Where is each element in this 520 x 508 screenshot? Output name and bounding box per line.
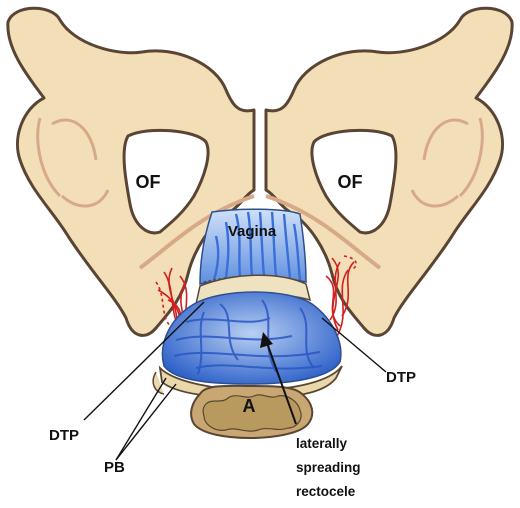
label-of-left: OF	[136, 172, 161, 192]
left-pelvic-bone	[6, 6, 256, 337]
left-obturator-foramen	[122, 128, 210, 235]
anus	[190, 384, 314, 440]
label-dtp-left: DTP	[49, 427, 79, 444]
label-rectocele-line2: spreading	[296, 460, 361, 475]
label-rectocele-line1: laterally	[296, 436, 348, 451]
pb-pointer-2	[115, 383, 177, 461]
pointer-lines	[83, 301, 387, 461]
rectocele-bulge	[161, 291, 342, 385]
label-vagina: Vagina	[228, 223, 277, 240]
label-rectocele-line3: rectocele	[296, 484, 356, 499]
right-dtp-ligament	[325, 255, 357, 339]
label-dtp-right: DTP	[386, 369, 416, 386]
label-pb: PB	[104, 459, 125, 476]
dtp-right-pointer	[321, 317, 387, 373]
dtp-left-pointer	[83, 301, 205, 421]
right-obturator-foramen	[310, 128, 398, 235]
label-of-right: OF	[338, 172, 363, 192]
vagina	[199, 208, 307, 285]
label-anus: A	[243, 396, 256, 416]
right-pelvic-bone	[264, 6, 514, 337]
pb-pointer-1	[115, 377, 167, 461]
arrow-icon	[260, 332, 297, 425]
